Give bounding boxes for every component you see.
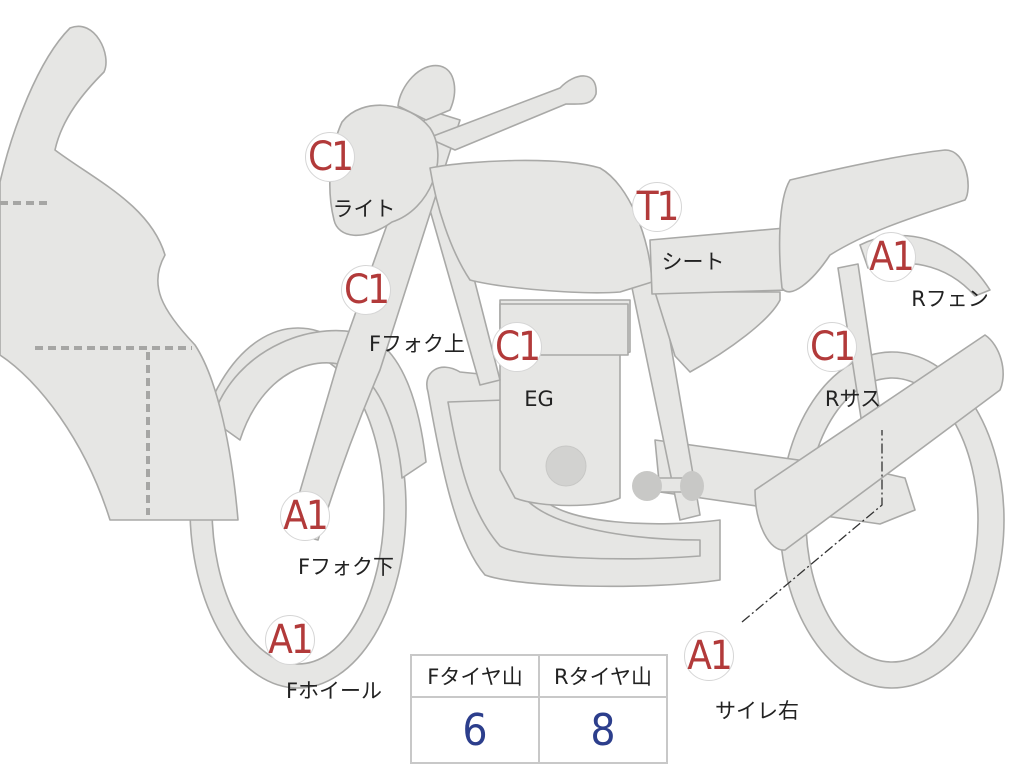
footpeg-left-shape xyxy=(632,471,662,501)
tire-tread-table: Fタイヤ山 Rタイヤ山 6 8 xyxy=(410,654,668,764)
side-cover-shape xyxy=(654,291,781,373)
front-fork-shape xyxy=(287,109,461,541)
grade-marker-fork-upper: C1 xyxy=(341,265,391,315)
point-label-engine: EG xyxy=(524,387,554,411)
clutch-cover-shape xyxy=(545,445,587,487)
headlight-shape xyxy=(329,104,439,237)
grade-marker-muffler-right: A1 xyxy=(684,631,734,681)
point-label-seat: シート xyxy=(661,250,725,274)
muffler-shape xyxy=(754,334,1004,551)
grade-marker-fork-lower: A1 xyxy=(280,491,330,541)
mirror-shape xyxy=(397,64,456,121)
point-label-fork-lower: Fフォク下 xyxy=(297,555,395,579)
footpeg-right-shape xyxy=(680,471,704,501)
grade-marker-rear-fender: A1 xyxy=(866,232,916,282)
point-label-front-wheel: Fホイール xyxy=(285,679,383,703)
front-tire-tread-header: Fタイヤ山 xyxy=(410,654,540,698)
grade-marker-engine: C1 xyxy=(492,322,542,372)
point-label-rear-shock: Rサス xyxy=(824,387,882,411)
rear-tire-tread-header: Rタイヤ山 xyxy=(538,654,668,698)
rear-cowl-shape xyxy=(778,149,969,293)
point-label-rear-fender: Rフェン xyxy=(911,287,989,311)
point-label-fork-upper: Fフォク上 xyxy=(368,332,466,356)
grade-marker-light: C1 xyxy=(305,132,355,182)
grade-marker-rear-shock: C1 xyxy=(807,322,857,372)
point-label-light: ライト xyxy=(332,197,396,221)
fairing-shape xyxy=(0,25,239,521)
rear-wheel-shape xyxy=(779,351,1005,689)
grade-marker-seat: T1 xyxy=(632,182,682,232)
handlebar-shape xyxy=(427,75,597,151)
rear-tire-tread-value: 8 xyxy=(538,696,668,764)
grade-marker-front-wheel: A1 xyxy=(265,615,315,665)
front-tire-tread-value: 6 xyxy=(410,696,540,764)
point-label-muffler-right: サイレ右 xyxy=(715,699,799,723)
muffler-pointer-line xyxy=(741,430,883,623)
